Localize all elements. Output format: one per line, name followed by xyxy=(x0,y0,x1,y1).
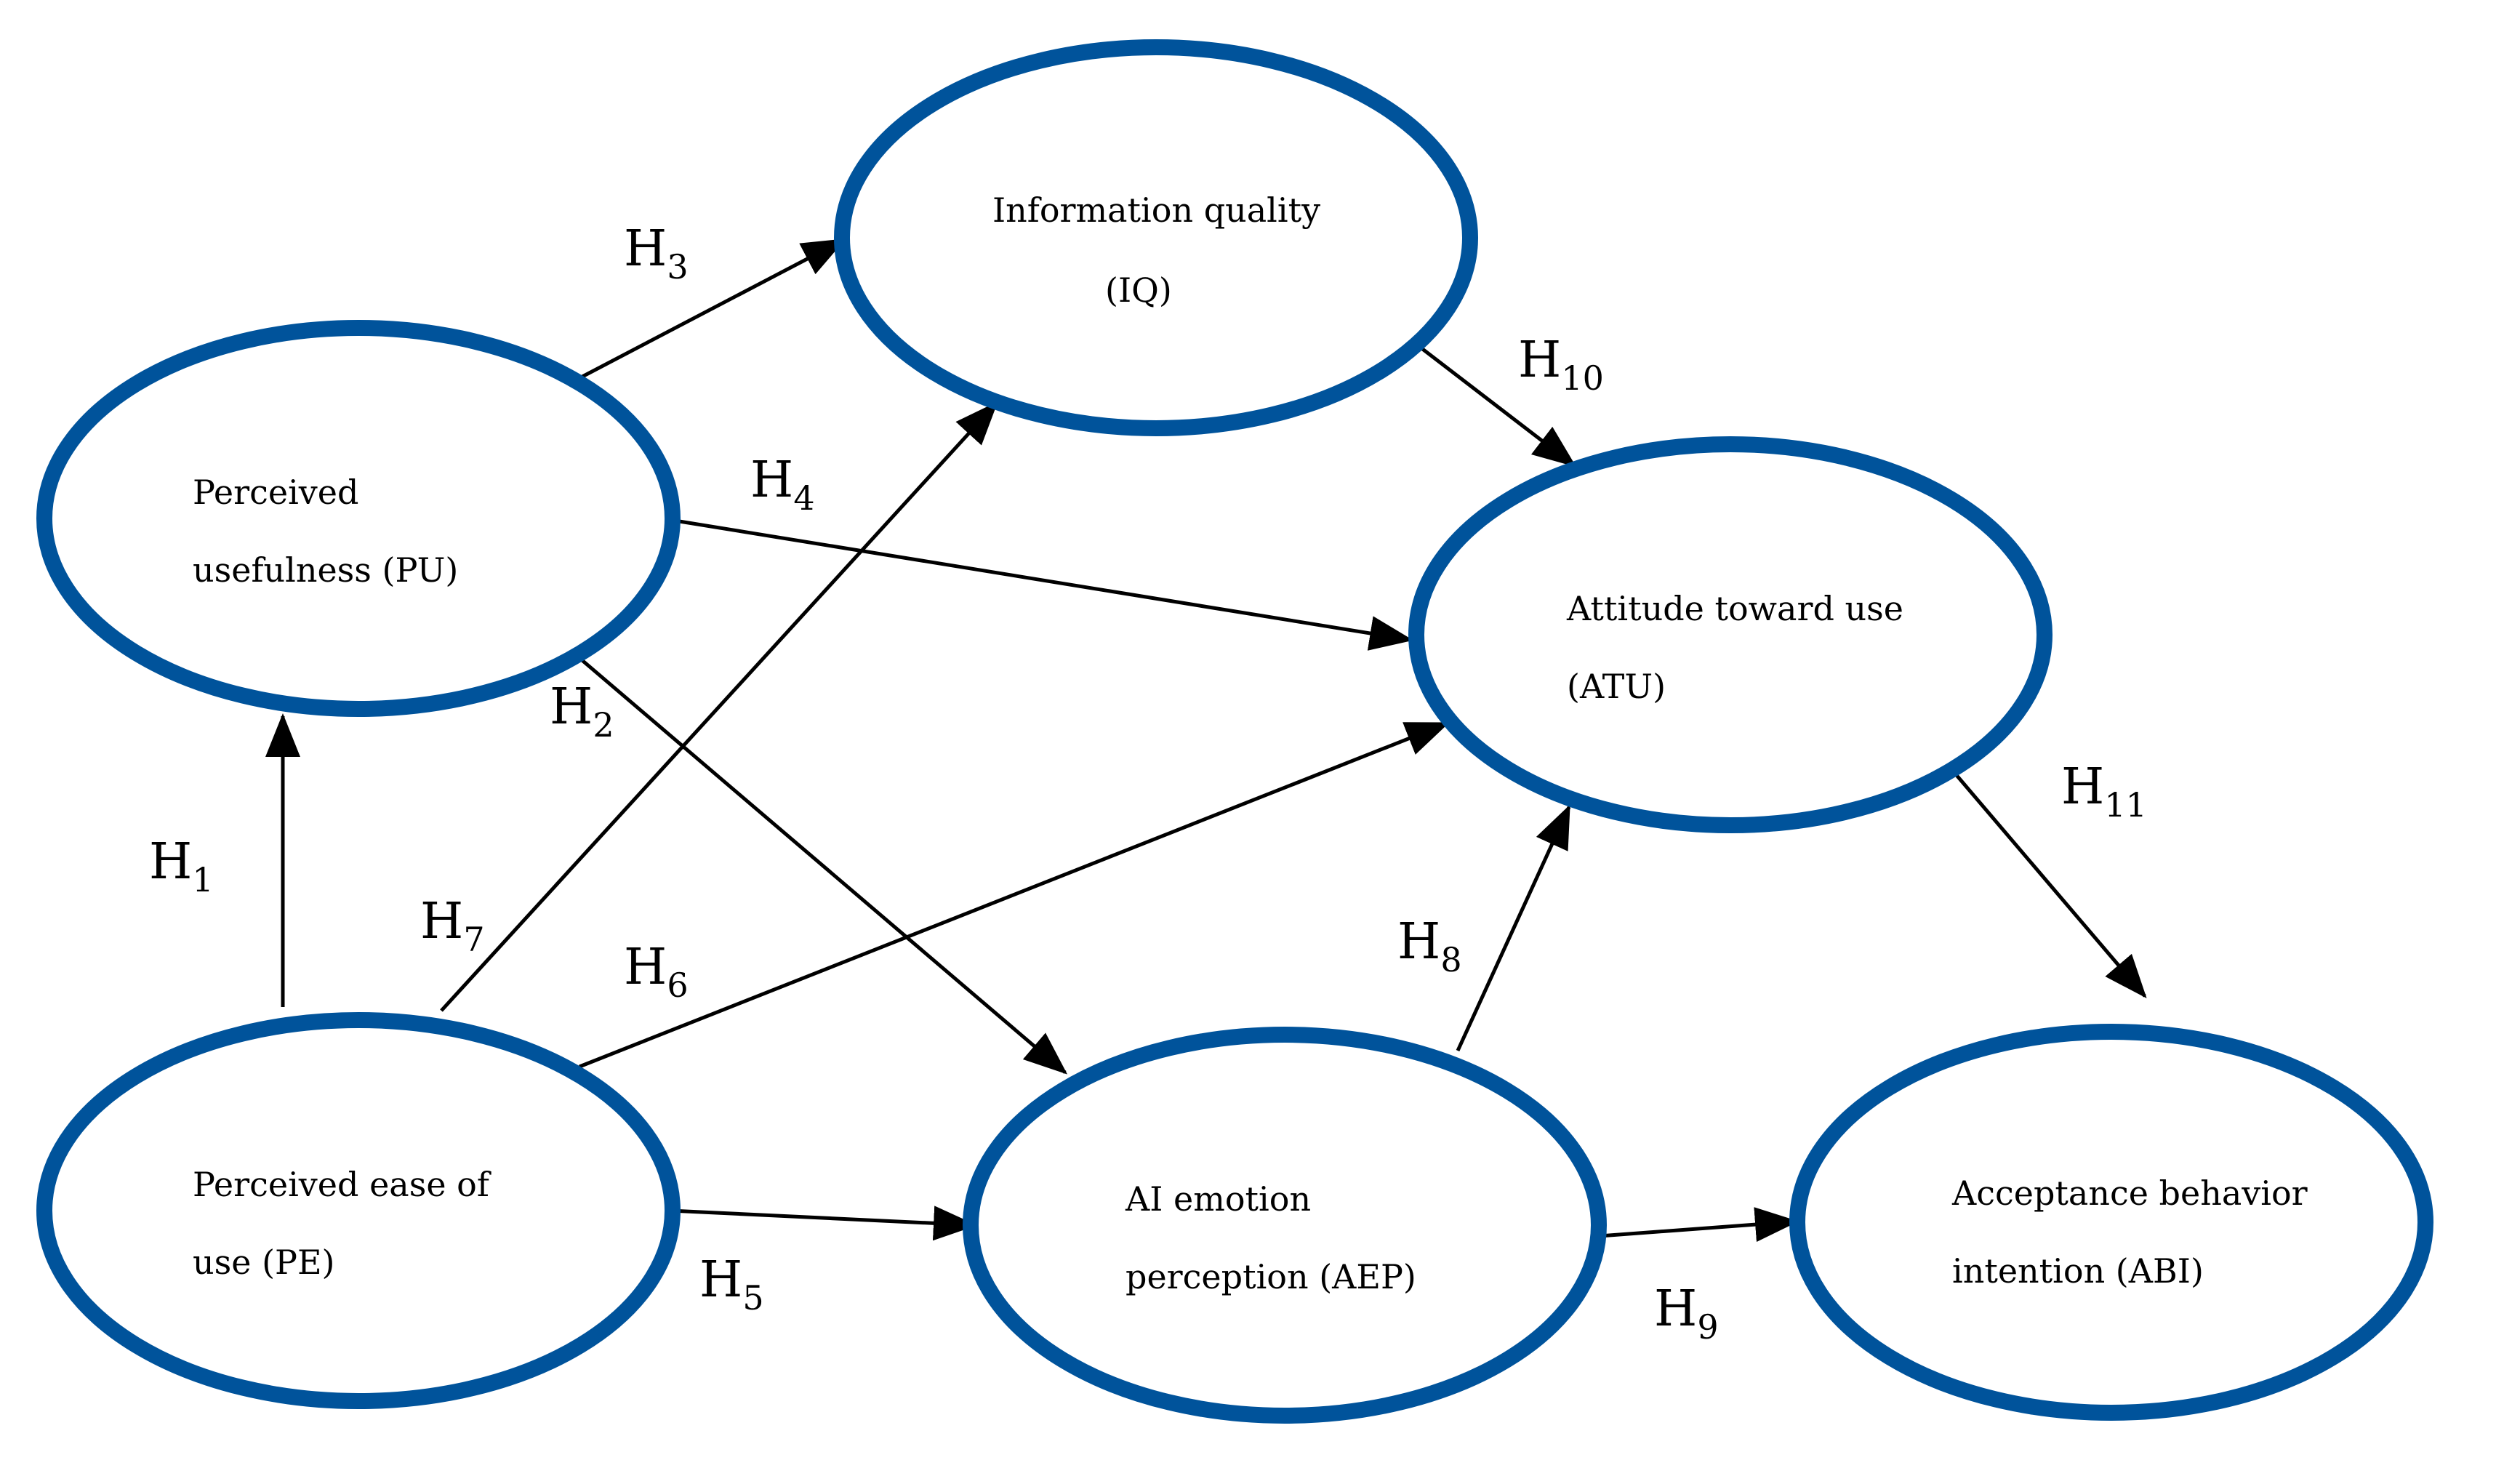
node-acceptance-behavior-intention: Acceptance behavior intention (ABI) xyxy=(1789,1024,2433,1421)
edge-h8-aep-to-atu xyxy=(1456,804,1571,1052)
edge-h3-pu-to-iq xyxy=(578,238,846,380)
node-ai-emotion-perception: AI emotion perception (AEP) xyxy=(963,1027,1607,1424)
node-atu-line1: Attitude toward use xyxy=(1566,589,1903,628)
node-aep-line2: perception (AEP) xyxy=(1125,1257,1416,1296)
label-h8: H8 xyxy=(1397,913,1462,979)
label-h3: H3 xyxy=(624,220,689,286)
node-abi-ellipse xyxy=(1789,1024,2433,1421)
edge-h4-pu-to-atu xyxy=(670,518,1413,651)
node-pe-ellipse xyxy=(36,1012,681,1409)
node-atu-ellipse xyxy=(1408,436,2052,833)
label-h7: H7 xyxy=(420,893,485,959)
label-h2: H2 xyxy=(550,678,614,745)
node-pu-line2: usefulness (PU) xyxy=(193,550,458,590)
hypothesis-labels: H1 H2 H3 H4 H5 H6 H7 H8 H9 H10 H11 xyxy=(149,220,2147,1347)
node-aep-ellipse xyxy=(963,1027,1607,1424)
label-h9: H9 xyxy=(1654,1280,1719,1347)
edge-h11-atu-to-abi xyxy=(1954,773,2147,999)
edge-h7-pe-to-iq xyxy=(440,401,998,1012)
node-iq-line2: (IQ) xyxy=(1105,270,1172,310)
label-h5: H5 xyxy=(699,1251,764,1317)
node-iq-ellipse xyxy=(834,39,1478,436)
node-aep-line1: AI emotion xyxy=(1125,1179,1311,1219)
node-pu-line1: Perceived xyxy=(193,473,358,512)
label-h11: H11 xyxy=(2061,758,2147,825)
node-pe-line1: Perceived ease of xyxy=(193,1165,491,1204)
edge-h6-pe-to-atu xyxy=(579,721,1450,1069)
label-h10: H10 xyxy=(1518,332,1604,398)
label-h6: H6 xyxy=(624,939,689,1005)
node-pe-line2: use (PE) xyxy=(193,1243,335,1282)
node-pu-ellipse xyxy=(36,320,681,717)
node-perceived-usefulness: Perceived usefulness (PU) xyxy=(36,320,681,717)
edge-h2-pu-to-aep xyxy=(578,657,1068,1075)
node-atu-line2: (ATU) xyxy=(1567,667,1666,706)
node-attitude-toward-use: Attitude toward use (ATU) xyxy=(1408,436,2052,833)
edge-h9-aep-to-abi xyxy=(1599,1207,1799,1243)
node-abi-line2: intention (ABI) xyxy=(1952,1251,2204,1291)
node-abi-line1: Acceptance behavior xyxy=(1951,1174,2308,1213)
edge-h10-iq-to-atu xyxy=(1416,344,1577,468)
node-information-quality: Information quality (IQ) xyxy=(834,39,1478,436)
node-perceived-ease-of-use: Perceived ease of use (PE) xyxy=(36,1012,681,1409)
label-h1: H1 xyxy=(149,833,214,899)
label-h4: H4 xyxy=(750,452,815,518)
edge-h5-pe-to-aep xyxy=(670,1206,977,1241)
edges xyxy=(265,238,2147,1243)
node-iq-line1: Information quality xyxy=(992,190,1320,230)
